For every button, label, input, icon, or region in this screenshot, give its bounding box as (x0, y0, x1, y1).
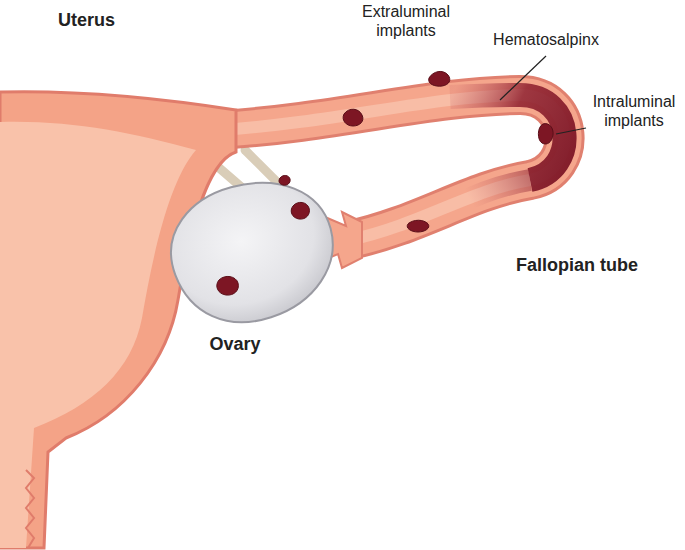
leader-lines (500, 56, 586, 134)
uterus-wall (0, 92, 236, 548)
endometriosis-implants (217, 71, 553, 295)
implant (407, 220, 429, 232)
part-label: Intraluminal implants (588, 92, 680, 130)
implant (217, 276, 239, 295)
leader-line (500, 56, 546, 100)
ovary-outline (155, 162, 351, 342)
uterine-cavity (0, 122, 196, 548)
part-label: Hematosalpinx (484, 30, 608, 49)
implant (279, 175, 290, 185)
implant (291, 202, 309, 219)
hematosalpinx-blood (460, 180, 530, 203)
part-label: Fallopian tube (516, 255, 666, 277)
cervix-folds (26, 470, 34, 548)
implant (429, 71, 450, 86)
ovary-drawing (155, 162, 351, 342)
part-label: Uterus (58, 10, 158, 32)
part-label: Extraluminal implants (348, 2, 464, 40)
hematosalpinx-blood (450, 95, 565, 180)
implant (538, 124, 553, 144)
leader-line (556, 128, 586, 134)
implant (343, 109, 363, 126)
part-label: Ovary (190, 334, 280, 356)
